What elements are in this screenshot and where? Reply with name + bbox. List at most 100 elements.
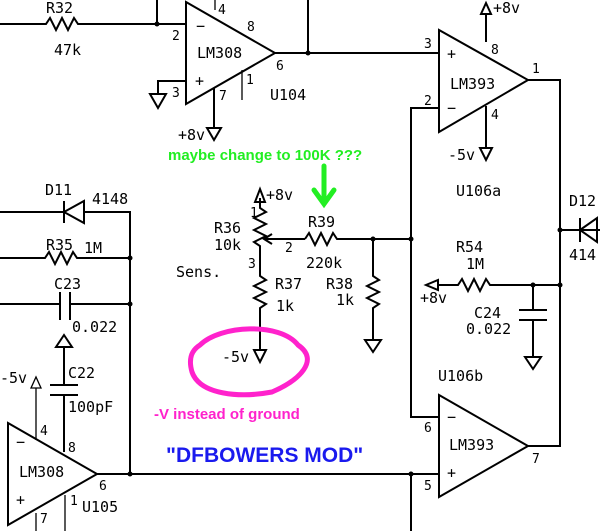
u105-part: LM308 [19, 463, 64, 481]
u106b-comparator: U106b LM393 − + 6 5 7 [424, 367, 540, 499]
plus-sign: + [16, 491, 25, 509]
u104-supply: +8v [178, 126, 205, 144]
r37-resistor: R37 1k -5v [222, 270, 302, 366]
r37-value: 1k [276, 297, 294, 315]
u106b-pin6: 6 [424, 421, 432, 436]
wire-u104-out [275, 0, 439, 54]
c23-value: 0.022 [72, 318, 117, 336]
d11-ref: D11 [45, 181, 72, 199]
r35-ref: R35 [46, 236, 73, 254]
wire-comparator-out [528, 79, 561, 447]
r54-ref: R54 [456, 238, 483, 256]
minus-sign: − [16, 433, 25, 451]
r54-resistor: +8v R54 1M [420, 238, 560, 307]
c23-ref: C23 [54, 275, 81, 293]
plus-sign: + [447, 45, 456, 63]
magenta-note: -V instead of ground [154, 406, 300, 423]
u104-pin2: 2 [172, 29, 180, 44]
r32-value: 47k [54, 41, 81, 59]
supply-arrow-icon [478, 147, 494, 163]
plus-sign: + [447, 464, 456, 482]
u106b-ref: U106b [438, 367, 483, 385]
r35-value: 1M [84, 239, 102, 257]
u104-pin6: 6 [276, 59, 284, 74]
r37-supply: -5v [222, 348, 249, 366]
supply-arrow-icon [253, 186, 267, 203]
r36-value: 10k [214, 236, 241, 254]
u106a-part: LM393 [450, 75, 495, 93]
u106a-supply-neg: -5v [448, 146, 475, 164]
c22-value: 100pF [68, 398, 113, 416]
r39-resistor: R39 220k [304, 213, 411, 272]
u105-supply: -5v [0, 369, 27, 387]
u106b-pin7: 7 [532, 452, 540, 467]
ground-icon [523, 356, 543, 371]
r36-potentiometer: +8v R36 10k 1 2 3 Sens. [176, 186, 305, 281]
supply-arrow-icon [54, 333, 74, 348]
wire-u105-out [97, 473, 439, 531]
r54-supply: +8v [420, 289, 447, 307]
u105-pin4: 4 [40, 424, 48, 439]
r54-value: 1M [466, 255, 484, 273]
r39-value: 220k [306, 254, 342, 272]
u106a-pin8: 8 [491, 43, 499, 58]
supply-arrow-icon [252, 349, 268, 365]
r32-resistor: R32 47k [0, 0, 186, 59]
r36-pin2: 2 [285, 241, 293, 256]
minus-sign: − [196, 17, 205, 35]
u106a-pin1: 1 [532, 62, 540, 77]
r36-supply: +8v [266, 186, 293, 204]
u104-part: LM308 [197, 44, 242, 62]
r36-pin3: 3 [248, 257, 256, 272]
u106a-comparator: LM393 + − 3 2 8 4 1 +8v -5v U106a [424, 0, 540, 200]
u105-pin8: 8 [68, 441, 76, 456]
u104-pin3: 3 [172, 86, 180, 101]
d12-ref: D12 [569, 192, 596, 210]
u104-pin1: 1 [246, 73, 254, 88]
u104-pin4: 4 [218, 3, 226, 18]
u104-opamp: LM308 − + 2 3 4 8 6 1 7 U104 +8v [148, 0, 306, 144]
r38-resistor: R38 1k [326, 239, 383, 354]
c24-value: 0.022 [466, 320, 511, 338]
wire-threshold [410, 107, 439, 418]
u106a-pin4: 4 [491, 108, 499, 123]
r32-ref: R32 [46, 0, 73, 17]
d11-value: 4148 [92, 190, 128, 208]
green-note: maybe change to 100K ??? [168, 147, 362, 164]
c22-capacitor: C22 100pF [50, 333, 113, 452]
c24-capacitor: C24 0.022 [466, 282, 547, 371]
u106a-pin3: 3 [424, 37, 432, 52]
u104-pin8: 8 [247, 20, 255, 35]
supply-arrow-icon [423, 278, 439, 292]
supply-arrow-icon [29, 375, 43, 389]
c22-ref: C22 [68, 364, 95, 382]
r36-ref: R36 [214, 219, 241, 237]
d12-diode: D12 414 [560, 192, 600, 264]
d12-value: 414 [569, 246, 596, 264]
u106b-part: LM393 [449, 436, 494, 454]
u104-ref: U104 [270, 86, 306, 104]
d11-diode: D11 4148 [0, 181, 131, 474]
ground-icon [148, 93, 168, 111]
r35-resistor: R35 1M [0, 236, 133, 267]
plus-sign: + [195, 72, 204, 90]
u106a-ref: U106a [456, 182, 501, 200]
u105-ref: U105 [82, 498, 118, 516]
minus-sign: − [447, 99, 456, 117]
r37-ref: R37 [275, 275, 302, 293]
supply-arrow-icon [479, 0, 493, 15]
magenta-circle [187, 326, 310, 398]
u105-pin1: 1 [70, 494, 78, 509]
minus-sign: − [447, 408, 456, 426]
u106a-pin2: 2 [424, 94, 432, 109]
r36-note: Sens. [176, 263, 221, 281]
r38-ref: R38 [326, 275, 353, 293]
u106a-supply-pos: +8v [493, 0, 520, 17]
c23-capacitor: C23 0.022 [0, 275, 133, 336]
r38-value: 1k [336, 291, 354, 309]
u105-opamp: LM308 − + -5v 4 8 6 1 7 U105 [0, 369, 118, 531]
r36-pin1: 1 [250, 206, 258, 221]
u106b-pin5: 5 [424, 479, 432, 494]
supply-arrow-icon [205, 127, 223, 142]
